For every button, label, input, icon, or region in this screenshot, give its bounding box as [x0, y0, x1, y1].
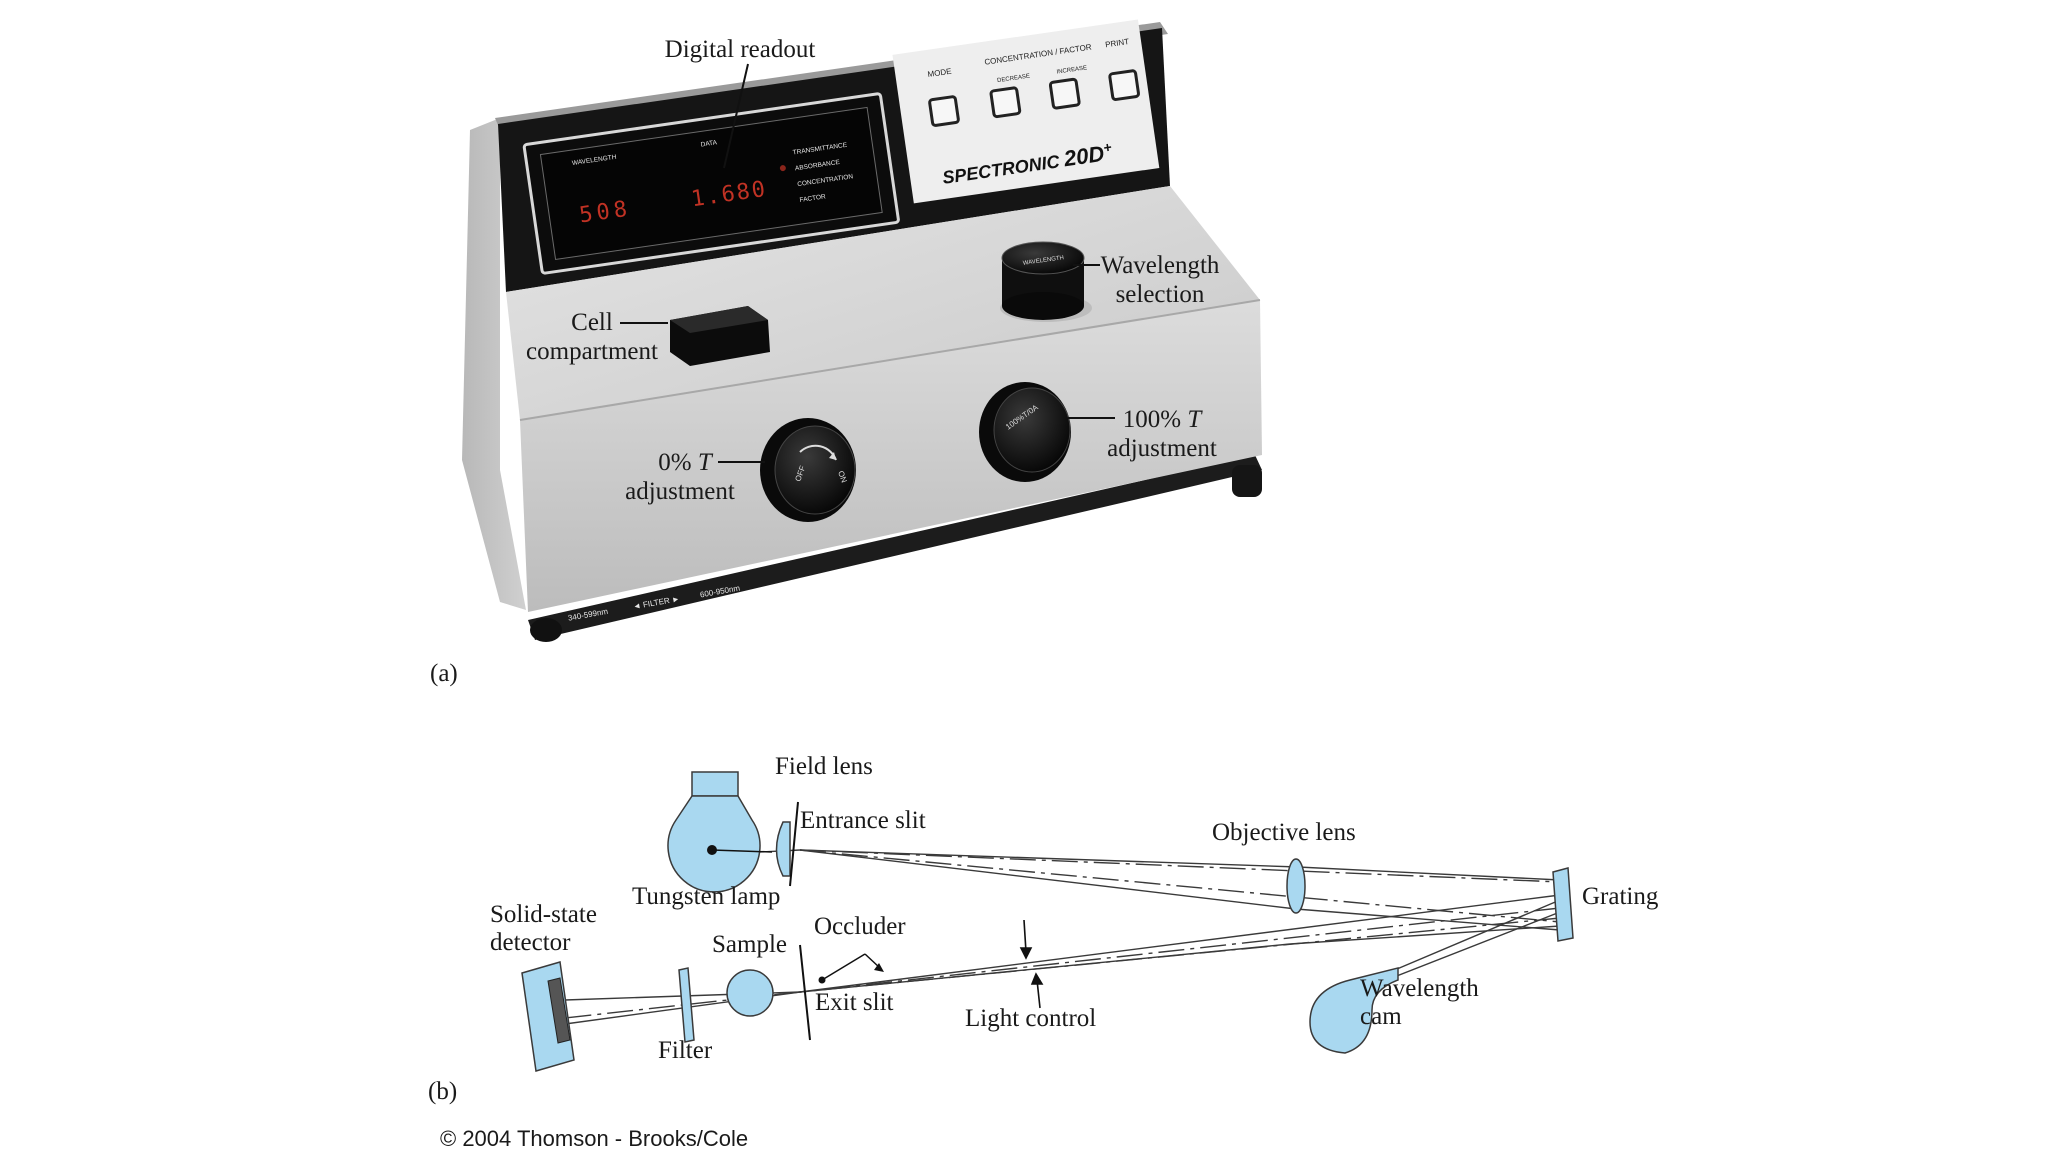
exit-slit	[799, 944, 811, 1041]
base-rail	[528, 455, 1262, 640]
increase-button[interactable]	[1048, 77, 1081, 110]
decrease-button[interactable]	[989, 86, 1022, 119]
tungsten-lamp	[667, 771, 773, 893]
zero-t-label-2: adjustment	[625, 478, 735, 505]
detector-label-1: Solid-state	[490, 901, 597, 928]
instrument-front	[520, 300, 1262, 612]
sample-cell	[726, 969, 774, 1017]
solid-state-detector	[521, 961, 575, 1072]
exit-slit-label: Exit slit	[815, 989, 894, 1016]
field-lens-label: Field lens	[775, 753, 873, 780]
mode-factor: FACTOR	[799, 193, 826, 204]
decrease-label: DECREASE	[997, 74, 1031, 85]
tungsten-lamp-label: Tungsten lamp	[632, 883, 780, 910]
mode-button[interactable]	[928, 95, 960, 127]
filter-label-b: Filter	[658, 1037, 713, 1064]
wavelength-cam-label-1: Wavelength	[1360, 975, 1479, 1002]
instrument-left-side	[462, 118, 526, 610]
cell-compartment-lid[interactable]	[670, 306, 770, 366]
hundred-t-knob[interactable]: 100%T/0A	[979, 382, 1071, 482]
grating-label: Grating	[1582, 883, 1659, 910]
mode-label: MODE	[927, 67, 952, 79]
optical-diagram	[521, 771, 1574, 1072]
increase-label: INCREASE	[1056, 65, 1087, 75]
zero-t-knob[interactable]: OFF ON	[760, 418, 856, 522]
print-label: PRINT	[1105, 37, 1130, 49]
hundred-t-label-2: adjustment	[1107, 435, 1217, 462]
entrance-slit	[789, 801, 799, 887]
cell-compartment-label-2: compartment	[526, 338, 658, 365]
wavelength-cam	[1309, 967, 1399, 1054]
button-panel: MODE CONCENTRATION / FACTOR DECREASE INC…	[892, 19, 1160, 204]
digital-readout-label: Digital readout	[665, 36, 816, 63]
zero-t-label-1: 0% T	[658, 449, 714, 476]
objective-lens	[1286, 858, 1306, 914]
light-control-label: Light control	[965, 1005, 1096, 1032]
front-right-foot	[1232, 465, 1262, 497]
light-control-arrows	[1019, 919, 1044, 1009]
wavelength-knob[interactable]: WAVELENGTH	[1000, 241, 1092, 322]
hundred-t-label-1: 100% T	[1123, 406, 1204, 433]
grating	[1552, 867, 1574, 942]
cell-compartment-label-1: Cell	[571, 309, 613, 336]
wavelength-cam-label-2: cam	[1360, 1003, 1402, 1030]
figure-a-label: (a)	[430, 660, 458, 687]
mode-indicator-led	[779, 165, 786, 172]
detector-label-2: detector	[490, 929, 571, 956]
objective-lens-label: Objective lens	[1212, 819, 1356, 846]
front-left-foot	[530, 618, 562, 642]
sample-label: Sample	[712, 931, 787, 958]
display-data-caption: DATA	[700, 139, 718, 148]
wavelength-knob-text: WAVELENGTH	[1023, 255, 1065, 267]
filter	[678, 967, 695, 1043]
spectrophotometer-illustration: WAVELENGTH DATA 508 1.680 TRANSMITTANCE …	[462, 19, 1262, 642]
print-button[interactable]	[1108, 69, 1140, 101]
digital-display: WAVELENGTH DATA 508 1.680 TRANSMITTANCE …	[522, 92, 900, 275]
wavelength-selection-label-2: selection	[1116, 281, 1205, 308]
occluder-label: Occluder	[814, 913, 906, 940]
field-lens	[775, 821, 791, 877]
callouts-a: Digital readout Wavelength selection Cel…	[430, 36, 1220, 687]
figure-b-label: (b)	[428, 1078, 457, 1105]
digital-readout-leader	[723, 63, 749, 169]
wavelength-selection-label-1: Wavelength	[1101, 252, 1220, 279]
copyright-notice: © 2004 Thomson - Brooks/Cole	[440, 1126, 748, 1151]
light-paths	[564, 849, 1561, 1025]
occluder	[818, 953, 884, 984]
labels-b: Field lens Entrance slit Tungsten lamp O…	[428, 753, 1659, 1105]
entrance-slit-label: Entrance slit	[800, 807, 926, 834]
zero-knob-on: ON	[836, 470, 849, 485]
